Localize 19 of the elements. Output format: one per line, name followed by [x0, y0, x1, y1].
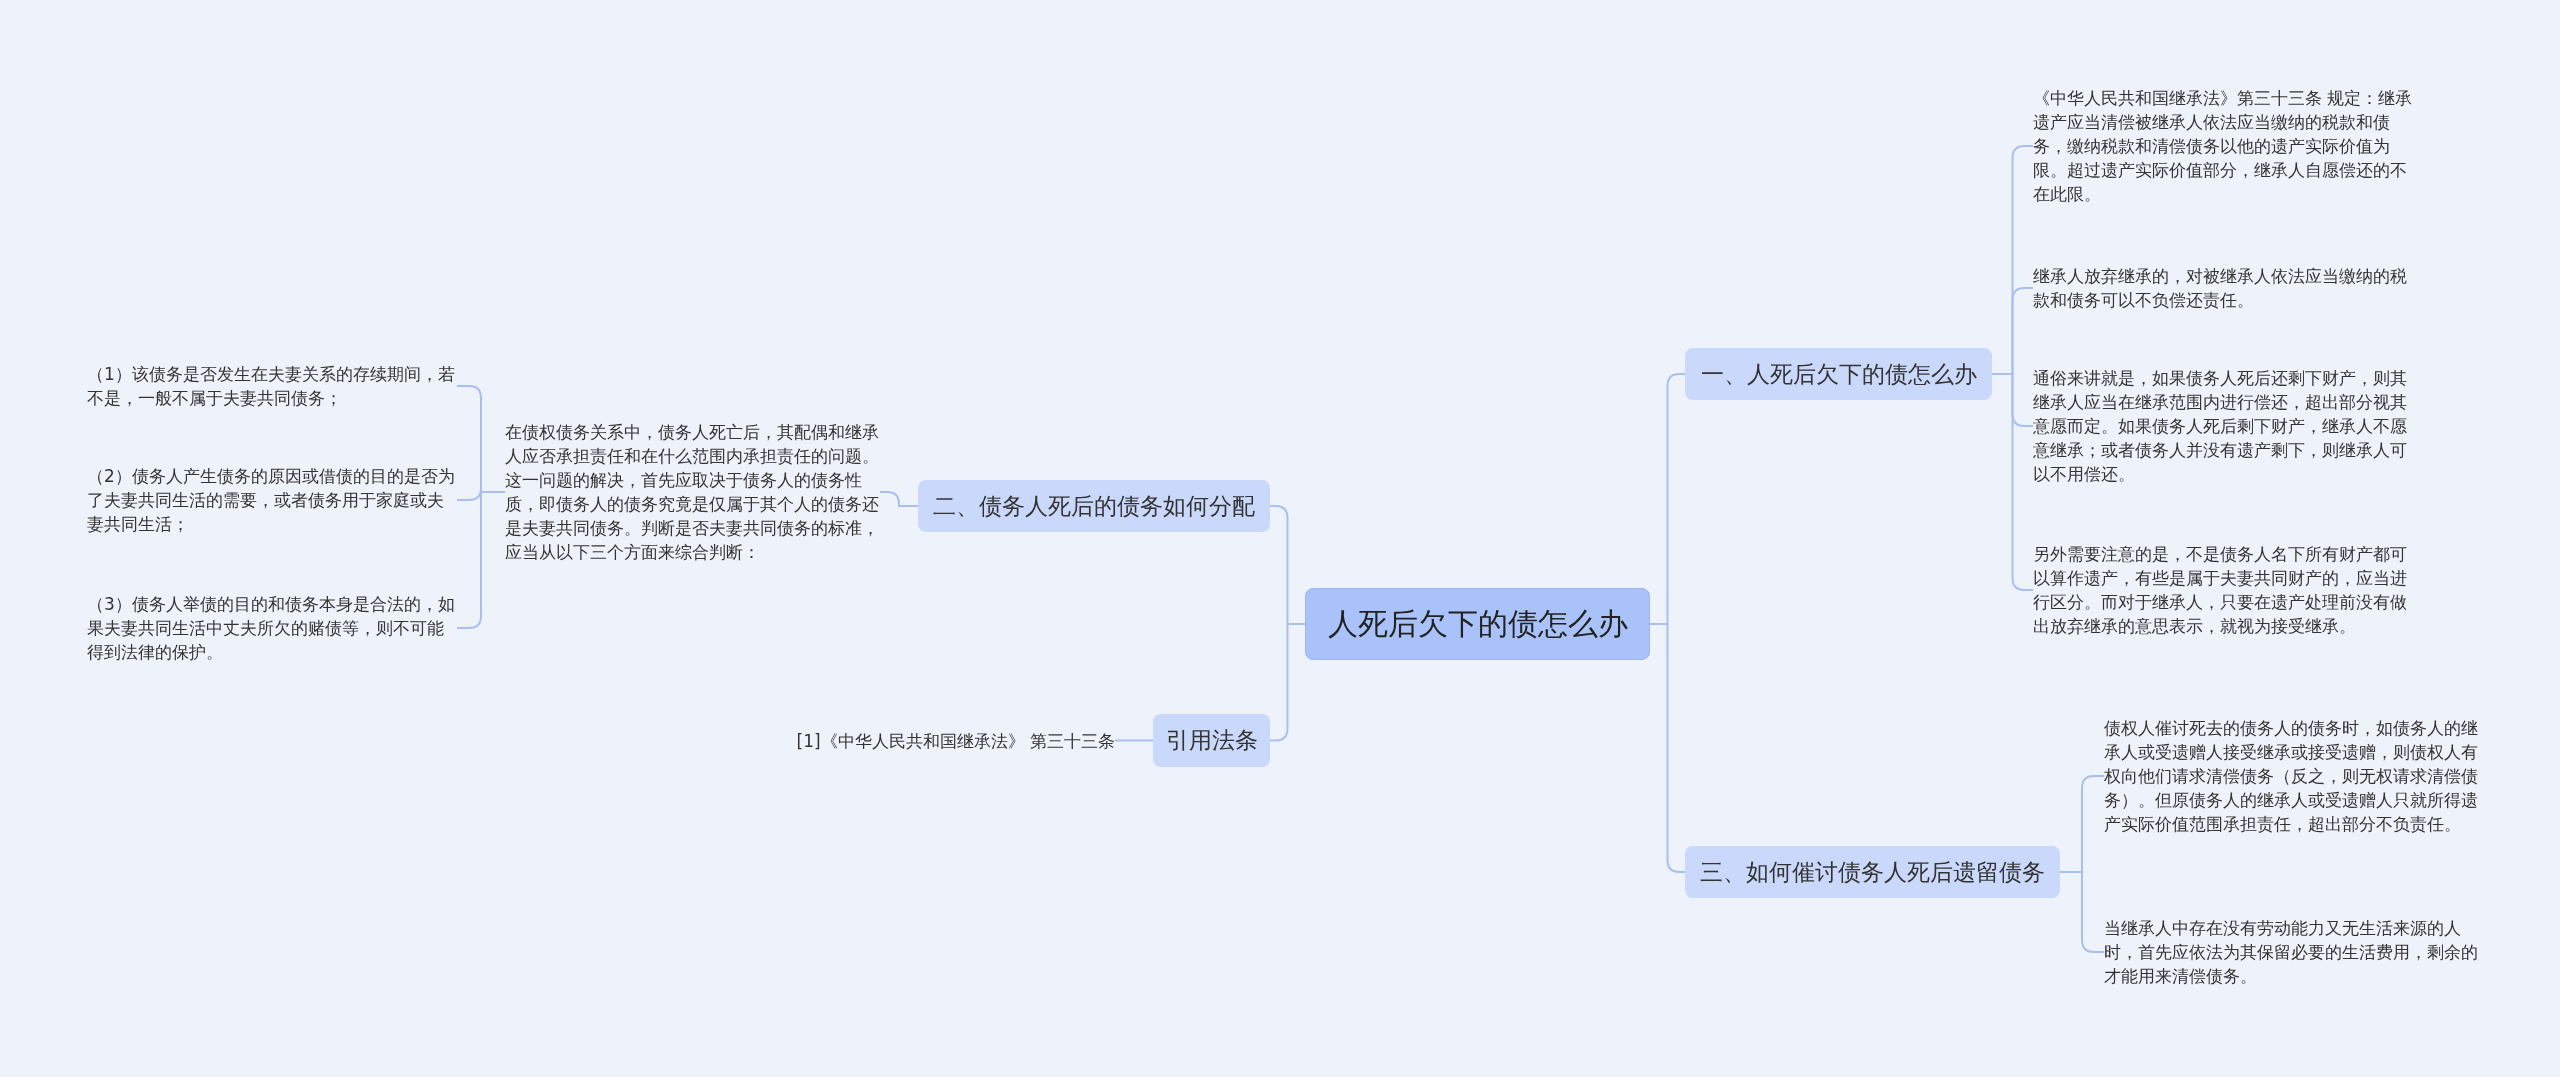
topic-box: 引用法条: [1153, 714, 1270, 767]
central-topic: 人死后欠下的债怎么办: [1305, 588, 1650, 660]
connector-line: [1269, 623, 1306, 742]
note-text: 当继承人中存在没有劳动能力又无生活来源的人时，首先应依法为其保留必要的生活费用，剩余的才能用来清偿债务。: [2104, 916, 2484, 988]
note-text: 在债权债务关系中，债务人死亡后，其配偶和继承人应否承担责任和在什么范围内承担责任的问题。这一问题的解决，首先应取决于债务人的债务性质，即债务人的债务究竟是仅属于其个人的债务还是夫妻共同债务。判断是否夫妻共同债务的标准，应当从以下三个方面来综合判断：: [505, 420, 880, 564]
note-text: [1]《中华人民共和国继承法》 第三十三条: [760, 729, 1115, 753]
topic-box: 一、人死后欠下的债怎么办: [1685, 348, 1992, 400]
note-text: 债权人催讨死去的债务人的债务时，如债务人的继承人或受遗赠人接受继承或接受遗赠，则债权人有权向他们请求清偿债务（反之，则无权请求清偿债务）。但原债务人的继承人或受遗赠人只就所得遗产实际价值范围承担责任，超出部分不负责任。: [2104, 716, 2484, 836]
note-text: （1）该债务是否发生在夫妻关系的存续期间，若不是，一般不属于夫妻共同债务；: [87, 362, 457, 410]
topic-box: 二、债务人死后的债务如何分配: [918, 480, 1270, 532]
note-text: 通俗来讲就是，如果债务人死后还剩下财产，则其继承人应当在继承范围内进行偿还，超出部分视其意愿而定。如果债务人死后剩下财产，继承人不愿意继承；或者债务人并没有遗产剩下，则继承人可以不用偿还。: [2033, 366, 2413, 486]
note-text: （2）债务人产生债务的原因或借债的目的是否为了夫妻共同生活的需要，或者债务用于家庭或夫妻共同生活；: [87, 464, 457, 536]
note-text: （3）债务人举债的目的和债务本身是合法的，如果夫妻共同生活中丈夫所欠的赌债等，则不可能得到法律的保护。: [87, 592, 457, 664]
connector-line: [879, 491, 919, 507]
note-text: 继承人放弃继承的，对被继承人依法应当缴纳的税款和债务可以不负偿还责任。: [2033, 264, 2413, 312]
note-text: 另外需要注意的是，不是债务人名下所有财产都可以算作遗产，有些是属于夫妻共同财产的，应当进行区分。而对于继承人，只要在遗产处理前没有做出放弃继承的意思表示，就视为接受继承。: [2033, 542, 2413, 638]
connector-line: [1114, 739, 1154, 742]
topic-box: 三、如何催讨债务人死后遗留债务: [1685, 846, 2060, 898]
note-text: 《中华人民共和国继承法》第三十三条 规定：继承遗产应当清偿被继承人依法应当缴纳的税款和债务，缴纳税款和清偿债务以他的遗产实际价值为限。超过遗产实际价值部分，继承人自愿偿还的不在此限。: [2033, 86, 2413, 206]
